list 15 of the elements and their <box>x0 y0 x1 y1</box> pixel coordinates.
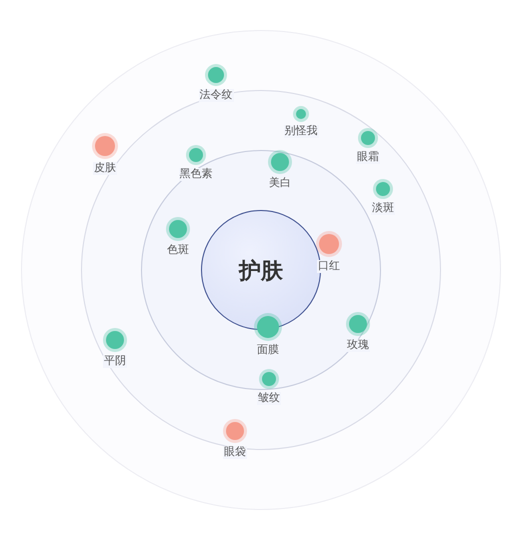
keyword-label: 淡斑 <box>371 202 395 215</box>
keyword-label: 法令纹 <box>198 89 234 102</box>
keyword-label: 口红 <box>317 260 341 273</box>
keyword-label: 玫瑰 <box>346 339 370 352</box>
keyword-label: 眼袋 <box>223 446 247 459</box>
keyword-label: 美白 <box>268 177 292 190</box>
center-title: 护肤 <box>239 256 283 284</box>
keyword-label: 皱纹 <box>257 392 281 405</box>
keyword-label: 面膜 <box>256 344 280 357</box>
keyword-label: 别怪我 <box>284 125 318 138</box>
keyword-label: 皮肤 <box>93 162 117 175</box>
keyword-label: 眼霜 <box>356 151 380 164</box>
keyword-label: 色斑 <box>166 244 190 257</box>
keyword-label: 平阴 <box>103 355 127 368</box>
keyword-label: 黑色素 <box>178 168 214 181</box>
